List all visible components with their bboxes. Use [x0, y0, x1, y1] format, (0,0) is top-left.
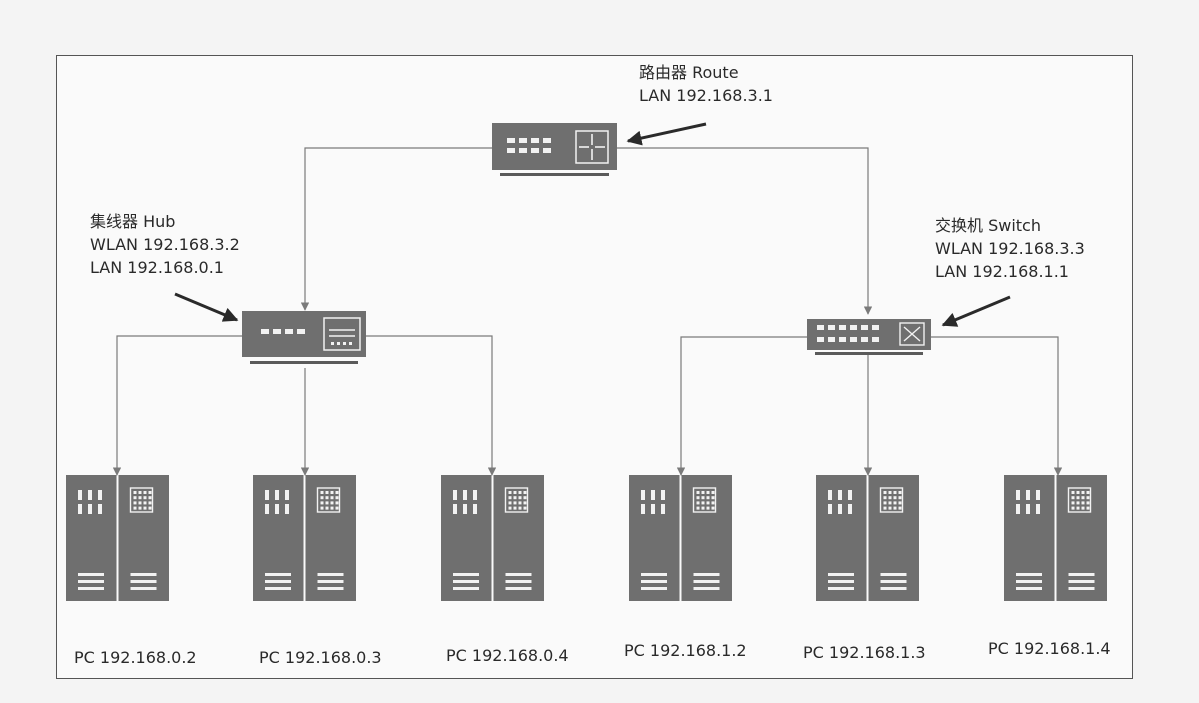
- pc-label: PC 192.168.0.2: [74, 648, 197, 667]
- server-icon: [1004, 475, 1107, 601]
- switch-lan-label: LAN 192.168.1.1: [935, 262, 1069, 281]
- server-icon: [816, 475, 919, 601]
- pc-label: PC 192.168.1.3: [803, 643, 926, 662]
- pointer-arrows: [174, 122, 1011, 327]
- pc-label: PC 192.168.0.3: [259, 648, 382, 667]
- router-name-label: 路由器 Route: [639, 63, 739, 82]
- server-icon: [629, 475, 732, 601]
- router-icon: [492, 123, 617, 176]
- link-router-switch: [617, 147, 873, 315]
- server-icon: [253, 475, 356, 601]
- pc-icons: [66, 475, 1107, 601]
- pc-label: PC 192.168.1.2: [624, 641, 747, 660]
- hub-icon: [242, 311, 366, 364]
- switch-pointer-arrow: [941, 295, 1011, 327]
- hub-wlan-label: WLAN 192.168.3.2: [90, 235, 240, 254]
- switch-wlan-label: WLAN 192.168.3.3: [935, 239, 1085, 258]
- link-hub-pc1: [112, 335, 242, 476]
- switch-icon: [807, 319, 931, 355]
- server-icon: [66, 475, 169, 601]
- pc-label: PC 192.168.0.4: [446, 646, 569, 665]
- link-hub-pc3: [366, 335, 497, 476]
- switch-name-label: 交换机 Switch: [935, 216, 1041, 235]
- hub-name-label: 集线器 Hub: [90, 212, 176, 231]
- router-lan-label: LAN 192.168.3.1: [639, 86, 773, 105]
- link-router-hub: [300, 147, 492, 311]
- pc-label: PC 192.168.1.4: [988, 639, 1111, 658]
- connection-lines: [112, 147, 1063, 476]
- link-switch-pc6: [931, 336, 1063, 476]
- router-pointer-arrow: [626, 122, 707, 146]
- link-switch-pc4: [676, 336, 807, 476]
- hub-pointer-arrow: [174, 292, 239, 322]
- hub-lan-label: LAN 192.168.0.1: [90, 258, 224, 277]
- server-icon: [441, 475, 544, 601]
